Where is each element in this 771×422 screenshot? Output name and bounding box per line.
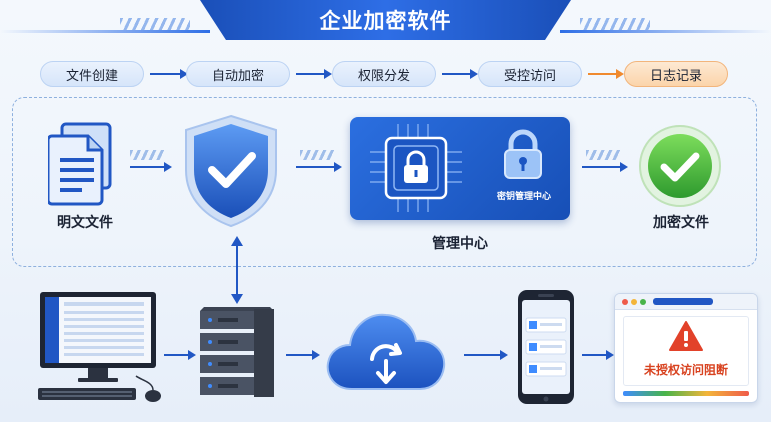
step-label: 受控访问 xyxy=(503,68,556,84)
page-title: 企业加密软件 xyxy=(319,9,452,33)
step-arrow-1 xyxy=(150,69,188,79)
header-hatch-left xyxy=(120,18,190,30)
flow-hatch-1 xyxy=(130,150,164,160)
shield-icon xyxy=(185,114,277,228)
flow-arrow-1 xyxy=(130,162,172,172)
step-permission-dist: 权限分发 xyxy=(332,61,436,87)
flow-arrow-2 xyxy=(296,162,342,172)
step-arrow-4 xyxy=(588,69,624,79)
flow-hatch-2 xyxy=(300,150,334,160)
key-management-label: 密钥管理中心 xyxy=(496,192,551,202)
smartphone-icon xyxy=(518,290,574,404)
management-center-label: 管理中心 xyxy=(432,236,488,252)
bottom-arrow-2 xyxy=(286,350,320,360)
cloud-upload-icon xyxy=(326,313,446,390)
header-banner: 企业加密软件 xyxy=(200,0,571,40)
arrow-up-icon xyxy=(231,236,243,246)
flow-hatch-3 xyxy=(586,150,620,160)
step-file-create: 文件创建 xyxy=(40,61,144,87)
server-icon xyxy=(200,307,274,397)
step-arrow-3 xyxy=(442,69,478,79)
encryption-flow-frame xyxy=(12,97,757,267)
window-content xyxy=(623,316,749,386)
step-log-record: 日志记录 xyxy=(624,61,728,87)
chip-lock-icon xyxy=(370,124,462,212)
step-auto-encrypt: 自动加密 xyxy=(186,61,290,87)
desktop-computer-icon xyxy=(38,292,161,402)
step-label: 自动加密 xyxy=(211,68,264,84)
header-line-right xyxy=(560,30,771,33)
bottom-arrow-1 xyxy=(164,350,196,360)
warning-triangle-icon xyxy=(669,321,703,351)
vertical-link xyxy=(236,244,238,296)
plain-file-label: 明文文件 xyxy=(57,215,113,231)
window-dot-yellow xyxy=(631,299,637,305)
step-controlled-access: 受控访问 xyxy=(478,61,582,87)
step-label: 文件创建 xyxy=(65,68,118,84)
window-address-bar xyxy=(653,298,713,305)
bottom-arrow-3 xyxy=(464,350,508,360)
key-lock-icon xyxy=(504,129,542,179)
encrypted-file-label: 加密文件 xyxy=(653,215,709,231)
arrow-down-icon xyxy=(231,294,243,304)
step-label: 权限分发 xyxy=(357,68,410,84)
window-dot-red xyxy=(622,299,628,305)
window-dot-green xyxy=(640,299,646,305)
step-label: 日志记录 xyxy=(649,68,702,84)
bottom-arrow-4 xyxy=(582,350,614,360)
flow-arrow-3 xyxy=(582,162,628,172)
document-icon xyxy=(48,122,112,206)
header-hatch-right xyxy=(580,18,650,30)
check-circle-icon xyxy=(639,125,721,207)
blocked-access-label: 未授权访问阻断 xyxy=(643,363,728,377)
window-progress-bar xyxy=(623,391,749,396)
window-titlebar xyxy=(615,294,757,310)
step-arrow-2 xyxy=(296,69,332,79)
header-line-left xyxy=(0,30,210,33)
